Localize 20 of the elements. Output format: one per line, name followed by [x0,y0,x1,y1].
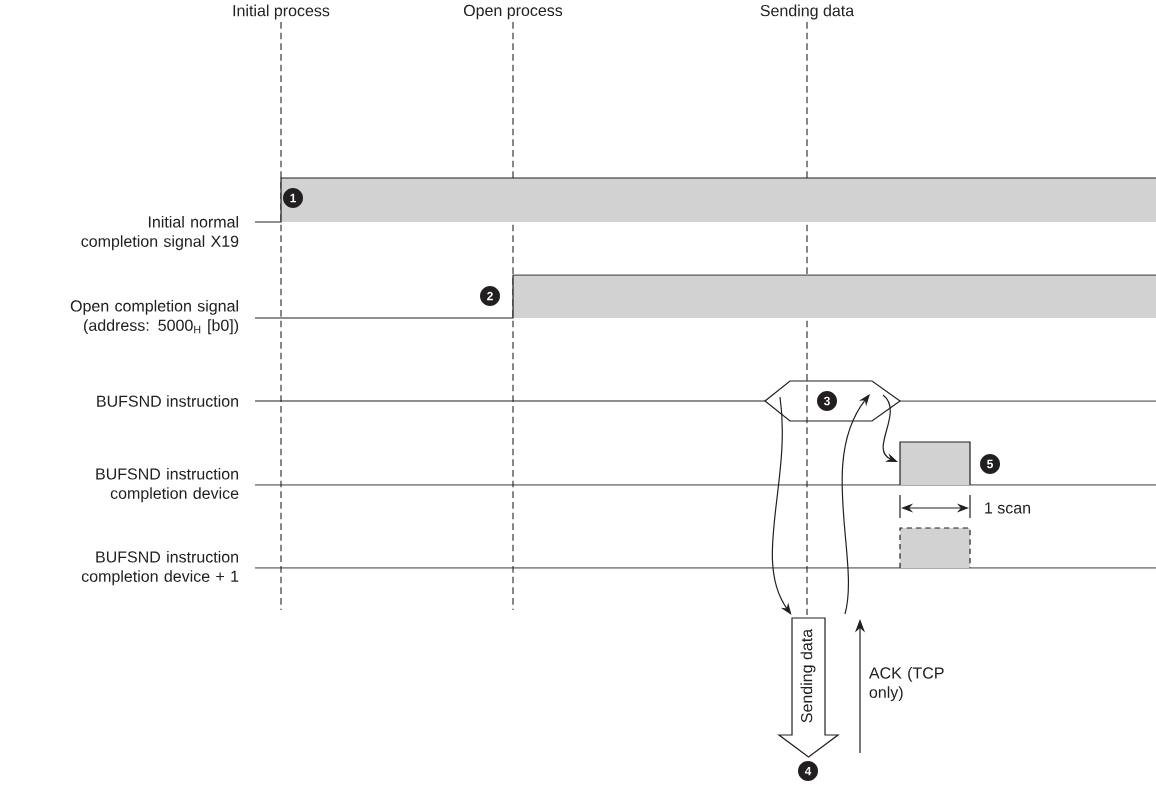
curved-arrow [882,394,898,462]
phase-heading: Open process [463,4,563,20]
signal-name: BUFSND instruction [97,395,238,407]
note-text: ACK (TCP only) [868,666,944,702]
callout-number: 4 [798,761,818,781]
signal-name: Initial normal completion signal X19 [81,215,239,251]
phase-heading: Initial process [233,4,330,20]
callout-number: 5 [980,454,1000,474]
curved-arrow [771,396,792,615]
signal-name: Open completion signal (address: 5000$_{H}$ [b0]) [70,299,239,335]
callout-number: 2 [480,286,500,306]
pulse-bar [899,527,971,569]
pulse-bar [899,441,971,486]
dimension-label: 1 scan [985,502,1031,514]
callout-number: 3 [817,391,837,411]
curved-arrow [841,394,870,615]
signal-name: BUFSND instruction completion device [96,467,239,503]
callout-number: 1 [283,188,303,208]
signal-name: BUFSND instruction completion device + 1 [81,550,239,586]
phase-heading: Sending data [760,4,855,20]
